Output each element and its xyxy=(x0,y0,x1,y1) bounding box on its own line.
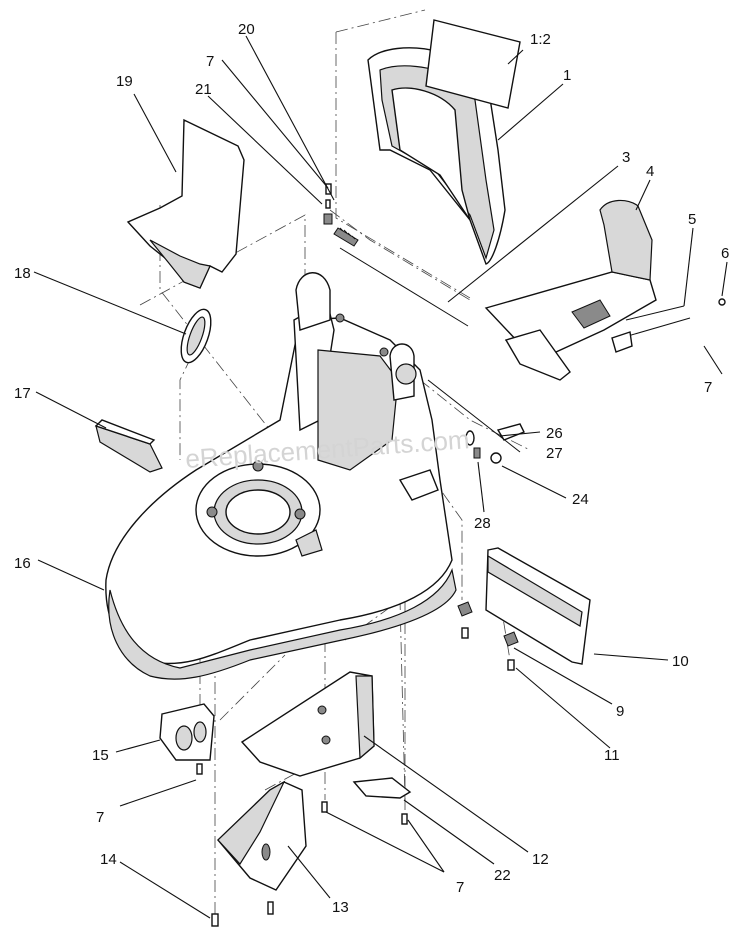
part-11-bolt xyxy=(461,627,515,671)
part-21-nut xyxy=(323,199,333,225)
part-6-screw xyxy=(718,298,726,306)
part-12-side-baffle xyxy=(240,671,375,777)
callout-14: 14 xyxy=(100,851,117,868)
callout-16: 16 xyxy=(14,555,31,572)
callout-12: 12 xyxy=(532,851,549,868)
leader-lines xyxy=(33,35,728,919)
part-18-grommet xyxy=(180,308,212,364)
callout-10: 10 xyxy=(672,653,689,670)
part-1-2-label-card xyxy=(425,19,521,109)
callout-26: 26 xyxy=(546,425,563,442)
callout-28: 28 xyxy=(474,515,491,532)
part-10-baffle-plate xyxy=(485,547,591,665)
callout-7-top: 7 xyxy=(206,53,214,70)
part-1-bag-frame xyxy=(367,47,506,265)
callout-27: 27 xyxy=(546,445,563,462)
part-24-washer xyxy=(465,430,502,464)
callout-21: 21 xyxy=(195,81,212,98)
callout-3: 3 xyxy=(622,149,630,166)
callout-18: 18 xyxy=(14,265,31,282)
callout-15: 15 xyxy=(92,747,109,764)
callout-20: 20 xyxy=(238,21,255,38)
part-3-rod xyxy=(339,247,469,327)
callout-17: 17 xyxy=(14,385,31,402)
callout-7-right: 7 xyxy=(704,379,712,396)
part-22-bracket xyxy=(352,777,412,799)
part-15-bracket xyxy=(159,703,215,761)
callout-1-2: 1:2 xyxy=(530,31,551,48)
callout-5: 5 xyxy=(688,211,696,228)
part-13-front-baffle xyxy=(217,780,307,891)
part-28-spacer xyxy=(473,447,481,459)
part-5-hinge-rod xyxy=(611,305,691,353)
part-17-handle-bracket xyxy=(94,419,163,473)
mower-deck xyxy=(105,272,457,680)
callout-19: 19 xyxy=(116,73,133,90)
callout-11: 11 xyxy=(604,747,620,764)
callout-6: 6 xyxy=(721,245,729,262)
callout-24: 24 xyxy=(572,491,589,508)
callout-13: 13 xyxy=(332,899,349,916)
callout-7-left: 7 xyxy=(96,809,104,826)
callout-9: 9 xyxy=(616,703,624,720)
part-20-spring xyxy=(333,227,359,247)
callout-7-bottom: 7 xyxy=(456,879,464,896)
part-4-rear-flap xyxy=(484,199,657,381)
part-14-bolt xyxy=(211,913,219,927)
callout-1: 1 xyxy=(563,67,571,84)
part-9-nut xyxy=(457,601,519,647)
callout-4: 4 xyxy=(646,163,654,180)
part-19-shield xyxy=(126,118,245,289)
callout-22: 22 xyxy=(494,867,511,884)
callout-labels: 1:2 1 3 4 5 6 7 20 7 21 19 18 17 16 26 2… xyxy=(14,21,729,916)
